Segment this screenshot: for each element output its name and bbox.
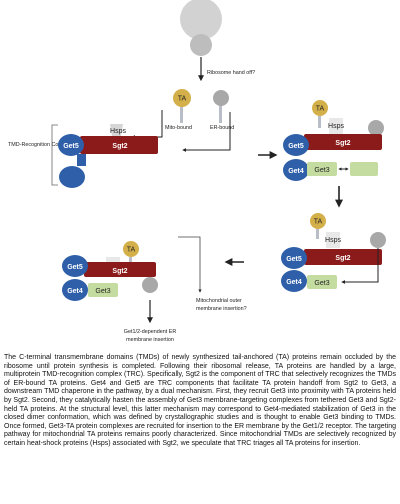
ta-er-blob — [368, 120, 384, 136]
er-bound-label: ER-bound — [210, 125, 234, 131]
get5-label-4: Get5 — [67, 264, 83, 271]
ribosome-icon — [180, 0, 222, 56]
get3-ta-complex: TA Sgt2 Get5 Get4 Get3 — [62, 241, 158, 301]
hsps-label: Hsps — [110, 128, 126, 135]
get5-label-3: Get5 — [286, 256, 302, 263]
mito-bound-label: Mito-bound — [165, 125, 192, 131]
hsps-label-2: Hsps — [328, 123, 344, 130]
trc-pathway-diagram: Ribosome hand off? TA Mito-bound ER-boun… — [8, 0, 386, 343]
ta-label-2: TA — [316, 106, 325, 113]
get3-block — [307, 162, 337, 176]
get4-label-2: Get4 — [288, 168, 304, 175]
trc-get3-complex: TA Hsps Sgt2 Get5 Get4 Get3 — [283, 100, 384, 181]
trc-label: TMD-Recognition Complex (TRC) — [8, 142, 89, 148]
get12-insertion-label-1: Get1/2-dependent ER — [124, 329, 177, 335]
hsps-chaperone — [110, 124, 123, 136]
get12-insertion-label-2: membrane insertion — [126, 337, 174, 343]
trc-complex: Hsps Sgt2 Get5 — [58, 124, 158, 188]
get5-linker — [77, 154, 86, 166]
sgt2-label: Sgt2 — [112, 143, 127, 150]
trc-bracket — [51, 124, 58, 186]
hsps-chaperone-2 — [329, 118, 343, 134]
ta-label-3: TA — [314, 219, 323, 226]
mito-insertion-label-1: Mitochondrial outer — [196, 298, 242, 304]
mito-insertion-label-2: membrane insertion? — [196, 306, 247, 312]
ta-er-bound — [213, 90, 229, 123]
sgt2-block — [80, 136, 158, 154]
figure-caption: The C-terminal transmembrane domains (TM… — [4, 354, 396, 447]
ta-mito-bound: TA — [173, 89, 191, 123]
get4-label-3: Get4 — [286, 279, 302, 286]
get4-label-4: Get4 — [67, 288, 83, 295]
er-to-trc-arrow — [182, 112, 231, 152]
ta-mito-blob — [312, 100, 328, 116]
sgt2-label-4: Sgt2 — [112, 268, 127, 275]
ta-label: TA — [178, 96, 187, 103]
get5-label-2: Get5 — [288, 143, 304, 150]
get5-label: Get5 — [63, 143, 79, 150]
get5-blob — [58, 134, 84, 156]
mito-insertion-arrow — [178, 236, 202, 293]
get3-label-2: Get3 — [314, 167, 329, 174]
hsps-label-3: Hsps — [325, 237, 341, 244]
ribosome-handoff-label: Ribosome hand off? — [207, 70, 255, 76]
get3-ta-loading-complex: TA Hsps Sgt2 Get5 Get4 Get3 — [281, 213, 386, 292]
ta-label-4: TA — [127, 247, 136, 254]
sgt2-label-2: Sgt2 — [335, 140, 350, 147]
get3-label-3: Get3 — [314, 280, 329, 287]
get4-blob — [59, 166, 85, 188]
mito-to-trc-arrow — [131, 110, 163, 139]
sgt2-label-3: Sgt2 — [335, 255, 350, 262]
get3-label-4: Get3 — [95, 288, 110, 295]
